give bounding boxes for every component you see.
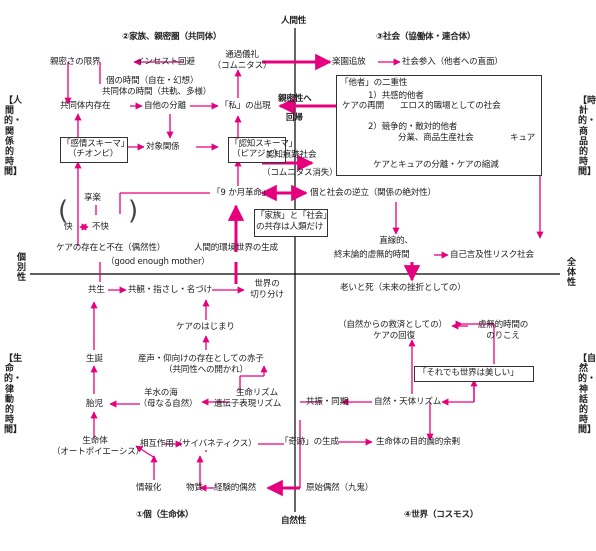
node-kazoku-1: 「家族」と「社会」 (256, 211, 332, 221)
node-kyokan-1: 1）共感的他者 (368, 91, 424, 101)
node-kyukagetsu: 「9 か月革命」 (212, 188, 271, 198)
node-kazoku-2: の共存は人類だけ (256, 222, 324, 232)
node-kiseki: 「奇跡」の生成 (280, 437, 339, 447)
axis-top-label: 人間性 (281, 16, 307, 26)
node-kyomu-1: 虚無的時間の (477, 320, 529, 330)
node-cure: キュア (510, 133, 536, 143)
node-jiko-genkyu: 自己言及性リスク社会 (450, 250, 534, 260)
node-yosui-2: （母なる自然） (138, 399, 198, 409)
node-kyoso-1: 2）競争的・敵対的他者 (368, 122, 458, 132)
side-label-right-lower: 【自然的・神話的時間】 (578, 354, 596, 436)
node-keiken-guzen: 経験的偶然 (214, 483, 256, 493)
node-tsuka-1: 通過儀礼 (225, 50, 259, 60)
node-kaiki: 回帰 (286, 113, 303, 123)
paren-right: ) (128, 196, 138, 226)
side-label-left-lower: 【生命的・律動的時間】 (4, 354, 23, 436)
node-seimei-rhythm-2: 遺伝子表現リズム (214, 399, 282, 409)
node-kojin-jikan-2: 共同体の時間（共軌、多様） (102, 87, 212, 97)
node-tsuka-2: （コムニタス） (212, 61, 272, 71)
node-shakai-sanka: 社会参入（他者への直面） (402, 57, 503, 67)
node-taisho: 対象関係 (146, 142, 180, 152)
node-care-cure-split: ケアとキュアの分離・ケアの縮減 (373, 160, 499, 170)
side-label-right-upper: 【時計的・商品的時間】 (578, 96, 596, 178)
node-kyosei: 共生 (88, 285, 105, 295)
node-saishuku-1: 認知痕跡社会 (266, 150, 317, 160)
node-sansei-1: 産声・仰向けの存在としての赤子 (138, 354, 264, 364)
node-kyokan-sashi: 共観・指さし・名づけ (128, 285, 212, 295)
node-busshitsu: 物質 (186, 483, 203, 493)
node-care-saikai: ケアの再開 (342, 101, 384, 111)
node-oi-shi: 老いと死（未来の挫折としての） (340, 283, 466, 293)
node-kanjo-2: （チオンピ） (67, 149, 119, 159)
node-saishuku-2: （コムニタス消失） (262, 168, 338, 178)
node-care-hajimari: ケアのはじまり (176, 322, 235, 332)
node-seimeitai-1: 生命体 (82, 436, 108, 446)
side-label-left-upper: 【人間的・関係的時間】 (4, 96, 23, 178)
node-sekai-kiriwake-2: 切り分け (250, 290, 284, 300)
node-watashi: 「私」の出現 (220, 101, 271, 111)
tasha-box (336, 75, 542, 176)
quadrant-1-title: ①個（生命体） (136, 510, 194, 520)
node-sogo-sayo: 相互作用（サイバネティクス） (140, 439, 257, 449)
node-kanjo-1: 「感情スキーマ」 (62, 139, 130, 149)
node-fukai: 不快 (92, 222, 109, 232)
node-kyodotai-nai: 共同体内存在 (60, 101, 111, 111)
node-shizen-tentai: 自然・天体リズム (374, 397, 442, 407)
node-gyakuritsu: 個と社会の逆立（関係の絶対性） (310, 188, 436, 198)
node-kai: 快 (64, 222, 73, 232)
node-eros: エロス的職場としての社会 (400, 101, 501, 111)
node-seimei-rhythm-1: 生命リズム (236, 388, 278, 398)
node-rakuen: 楽園追放 (332, 57, 366, 67)
ninchi-box (228, 137, 286, 163)
node-shinmitsu-he: 親密性へ (278, 94, 312, 104)
node-kyoshin: 共振・同期 (306, 397, 348, 407)
node-taiji: 胎児 (86, 399, 103, 409)
node-seimeitai-2: （オートポイエーシス） (52, 447, 145, 457)
node-jiga-bunretsu: 自他の分離 (144, 101, 186, 111)
node-soredemo: 「それでも世界は美しい」 (418, 368, 519, 378)
node-sekai-kiriwake-1: 世界の (254, 279, 280, 289)
node-good-enough: （good enough mother） (106, 257, 210, 267)
node-sansei-2: （共同性への開かれ） (164, 365, 248, 375)
node-genshi-guzen: 原始偶然（九鬼） (306, 483, 374, 493)
axis-left-label: 個別性 (16, 253, 26, 284)
kazoku-box (254, 209, 328, 237)
node-johoka: 情報化 (136, 483, 162, 493)
node-care-sonzai: ケアの存在と不在（偶然性） (56, 243, 166, 253)
kanjo-box (60, 137, 128, 163)
node-ninchi-1: 「認知スキーマ」 (230, 139, 298, 149)
node-seimei-mokuteki: 生命体の目的論的余剰 (376, 437, 460, 447)
node-shinmitsu: 親密さの限界 (50, 57, 101, 67)
quadrant-4-title: ④世界（コスモス） (404, 510, 479, 520)
axis-bottom-label: 自然性 (281, 516, 307, 526)
soredemo-box (414, 366, 534, 382)
node-incest: インセスト回避 (136, 57, 195, 67)
node-chokusen-2: 終末論的虚無的時間 (334, 250, 410, 260)
quadrant-3-title: ③社会（協働体・連合体） (376, 32, 476, 42)
node-yosui-1: 羊水の海 (144, 388, 178, 398)
quadrant-2-title: ②家族、親密圏（共同体） (122, 32, 222, 42)
node-shizen-kyusai-1: （自然からの救済としての） (338, 320, 447, 330)
node-kyoraku: 享楽 (84, 193, 101, 203)
node-kyoso-2: 分業、商品生産社会 (398, 133, 474, 143)
node-kyomu-2: のりこえ (486, 331, 520, 341)
node-chokusen-1: 直線的、 (379, 236, 413, 246)
node-tasha-title: 「他者」の二重性 (340, 78, 408, 88)
node-seitan: 生誕 (86, 354, 103, 364)
node-ninchi-2: （ピアジェ） (232, 149, 283, 159)
paren-left: ( (58, 196, 68, 226)
node-kojin-jikan-1: 個の時間（自在・幻想） (106, 76, 199, 86)
axis-right-label: 全体性 (566, 258, 576, 289)
node-jinkan-kankyo: 人間的環境世界の生成 (194, 243, 278, 253)
node-shizen-kyusai-2: ケアの回復 (373, 331, 415, 341)
